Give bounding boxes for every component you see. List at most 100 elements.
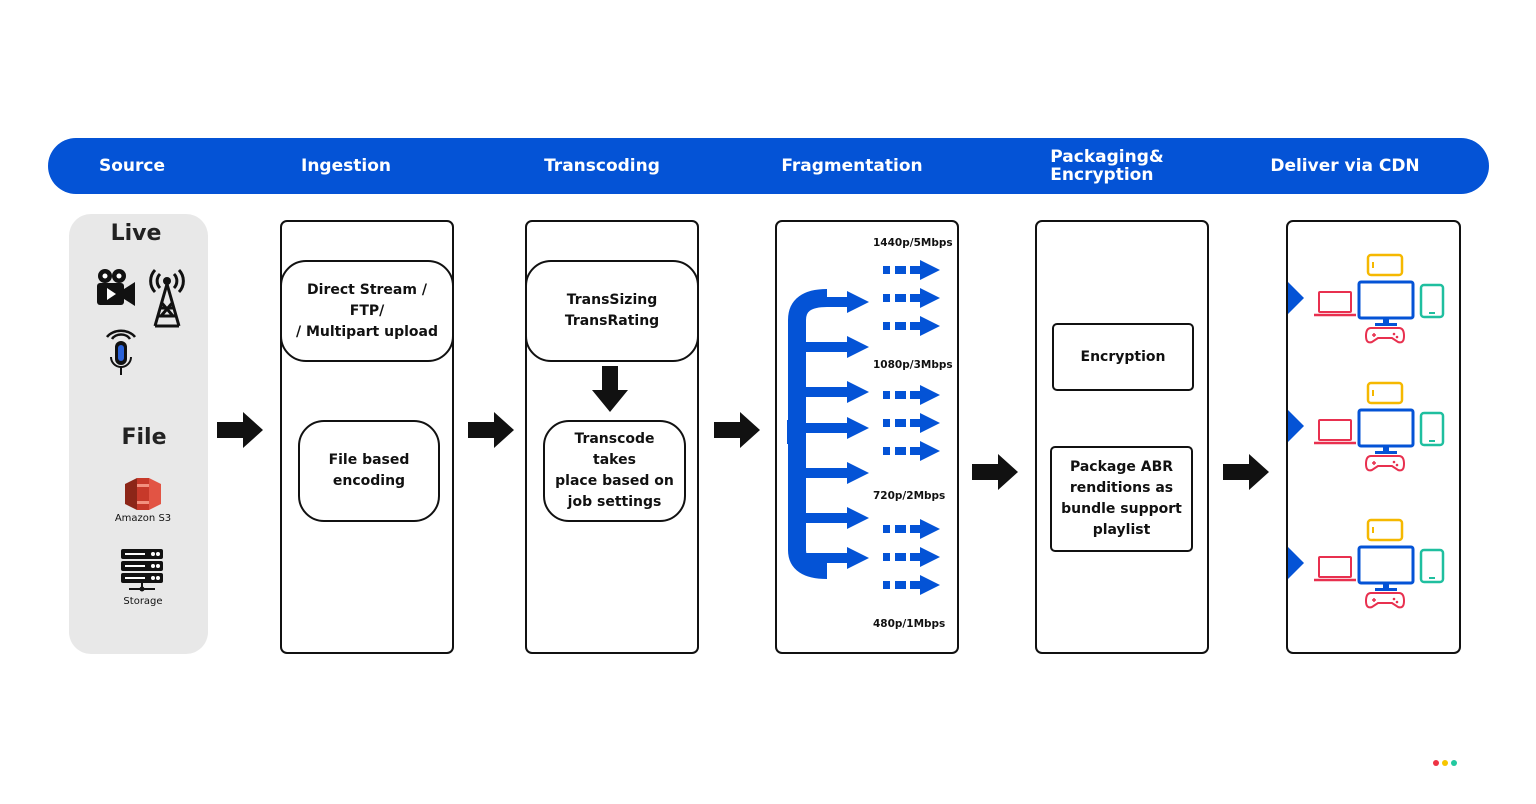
- video-camera-icon: [97, 269, 135, 306]
- output-arrowhead: [920, 519, 940, 539]
- output-dash: [883, 525, 890, 533]
- transcode-settings-box: Transcode takes place based on job setti…: [543, 420, 686, 522]
- down-arrow-icon: [592, 366, 628, 412]
- delivery-pointer-icon: [1288, 410, 1304, 442]
- output-dash: [883, 294, 890, 302]
- output-dash: [883, 266, 890, 274]
- laptop-icon: [1314, 419, 1356, 445]
- monitor-icon: [1357, 545, 1415, 591]
- output-arrowhead: [920, 575, 940, 595]
- tablet-icon: [1419, 548, 1445, 584]
- output-dash: [883, 419, 890, 427]
- stage-source: Source: [98, 156, 166, 176]
- output-dash: [910, 581, 920, 589]
- gamepad-icon: [1364, 327, 1406, 344]
- encryption-text: Encryption: [1080, 348, 1166, 365]
- file-encoding-box: File based encoding: [298, 420, 440, 522]
- device-group: [1288, 381, 1445, 472]
- output-dash: [910, 391, 920, 399]
- output-dash: [895, 266, 906, 274]
- output-arrowhead: [920, 413, 940, 433]
- output-dash: [895, 447, 906, 455]
- dot-yellow: [1442, 760, 1448, 766]
- output-arrowhead: [920, 441, 940, 461]
- encryption-box: Encryption: [1052, 323, 1194, 391]
- output-dash: [895, 391, 906, 399]
- arrow-icon: [1223, 454, 1269, 490]
- delivery-pointer-icon: [1288, 547, 1304, 579]
- output-dash: [910, 294, 920, 302]
- flow-branch: [805, 553, 849, 563]
- arrow-icon: [217, 412, 263, 448]
- flow-branch: [805, 468, 849, 478]
- package-abr-text: Package ABR renditions as bundle support…: [1061, 459, 1182, 538]
- phone-icon: [1366, 518, 1404, 542]
- phone-icon: [1366, 253, 1404, 277]
- output-arrowhead: [920, 316, 940, 336]
- stage-fragmentation: Fragmentation: [781, 156, 923, 176]
- monitor-icon: [1357, 280, 1415, 326]
- rendition-label: 720p/2Mbps: [873, 490, 946, 502]
- transsizing-text: TransSizing TransRating: [564, 292, 660, 329]
- fragmentation-flow-diagram: [787, 260, 940, 595]
- laptop-icon: [1314, 291, 1356, 317]
- package-abr-box: Package ABR renditions as bundle support…: [1050, 446, 1193, 552]
- output-dash: [910, 525, 920, 533]
- flow-branch-arrowhead: [847, 417, 869, 439]
- flow-branch-arrowhead: [847, 547, 869, 569]
- stage-transcoding: Transcoding: [544, 156, 660, 176]
- broadcast-tower-icon: [149, 268, 185, 328]
- output-dash: [883, 553, 890, 561]
- flow-branch-arrowhead: [847, 381, 869, 403]
- output-dash: [895, 581, 906, 589]
- dot-red: [1433, 760, 1439, 766]
- device-group: [1288, 518, 1445, 609]
- flow-branch: [805, 513, 849, 523]
- output-dash: [910, 322, 920, 330]
- monitor-icon: [1357, 408, 1415, 454]
- output-dash: [895, 322, 906, 330]
- storage-server-icon: [121, 549, 163, 592]
- packaging-column: [1035, 220, 1209, 654]
- flow-branch-arrowhead: [847, 462, 869, 484]
- output-dash: [883, 391, 890, 399]
- output-arrowhead: [920, 260, 940, 280]
- stage-ingestion: Ingestion: [301, 156, 391, 176]
- rendition-label: 1440p/5Mbps: [873, 237, 953, 249]
- flow-branch: [805, 387, 849, 397]
- gamepad-icon: [1364, 592, 1406, 609]
- transsizing-box: TransSizing TransRating: [525, 260, 699, 362]
- flow-spine: [788, 289, 828, 579]
- arrow-icon: [468, 412, 514, 448]
- tablet-icon: [1419, 411, 1445, 447]
- rendition-label: 1080p/3Mbps: [873, 359, 953, 371]
- flow-branch-arrowhead: [847, 336, 869, 358]
- output-dash: [883, 322, 890, 330]
- flow-branch: [805, 423, 849, 433]
- dot-green: [1451, 760, 1457, 766]
- output-dash: [910, 447, 920, 455]
- flow-branch: [805, 297, 849, 307]
- direct-stream-box: Direct Stream / FTP/ / Multipart upload: [280, 260, 454, 362]
- file-encoding-text: File based encoding: [328, 452, 410, 489]
- stage-packaging: Packaging& Encryption: [1050, 147, 1164, 185]
- stage-banner: [48, 138, 1489, 194]
- gamepad-icon: [1364, 455, 1406, 472]
- laptop-icon: [1314, 556, 1356, 582]
- output-dash: [895, 419, 906, 427]
- live-heading: Live: [110, 221, 162, 246]
- amazon-s3-icon: [125, 478, 161, 510]
- flow-branch-arrowhead: [847, 507, 869, 529]
- rendition-label: 480p/1Mbps: [873, 618, 946, 630]
- device-group: [1288, 253, 1445, 344]
- arrow-icon: [972, 454, 1018, 490]
- output-arrowhead: [920, 288, 940, 308]
- delivery-pointer-icon: [1288, 282, 1304, 314]
- direct-stream-text: Direct Stream / FTP/ / Multipart upload: [296, 281, 438, 340]
- output-dash: [910, 266, 920, 274]
- transcode-settings-text: Transcode takes place based on job setti…: [555, 431, 674, 510]
- arrow-icon: [714, 412, 760, 448]
- tablet-icon: [1419, 283, 1445, 319]
- stage-deliver: Deliver via CDN: [1270, 156, 1420, 176]
- output-dash: [895, 525, 906, 533]
